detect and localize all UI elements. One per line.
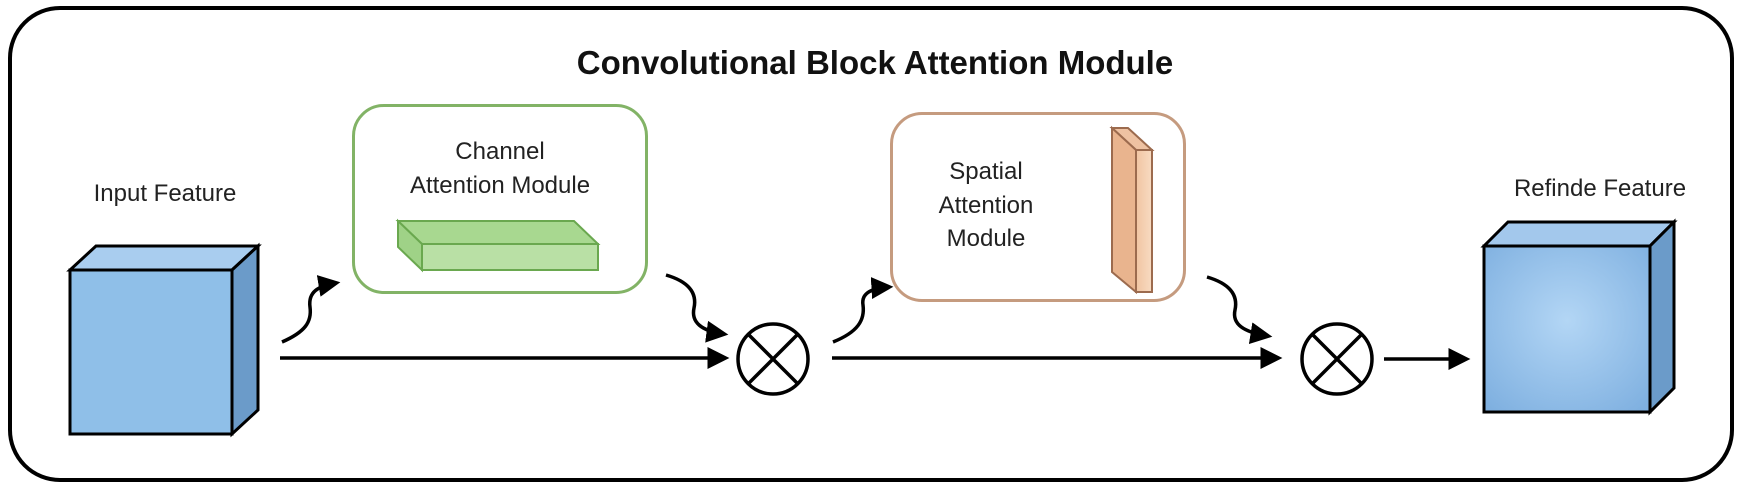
channel-label-line2: Attention Module <box>409 171 591 199</box>
branch-arrow-from-channel <box>665 273 729 343</box>
spatial-label-line1: Spatial <box>949 158 1023 185</box>
refined-feature-cube <box>1480 218 1678 416</box>
input-feature-label: Input Feature <box>93 180 237 207</box>
branch-arrow-from-spatial <box>1206 275 1273 345</box>
multiply-operator-1 <box>736 322 810 396</box>
channel-attention-bar <box>395 218 601 273</box>
outer-frame <box>8 6 1734 482</box>
spatial-attention-bar <box>1109 125 1155 295</box>
spatial-label-line3: Module <box>946 225 1026 253</box>
input-feature-cube <box>66 242 262 438</box>
diagram-title: Convolutional Block Attention Module <box>576 44 1174 81</box>
channel-module-label: Channel Attention Module <box>375 135 625 202</box>
spatial-module-label: Spatial Attention Module <box>911 155 1061 256</box>
refined-feature-label: Refinde Feature <box>1513 175 1687 202</box>
multiply-operator-2 <box>1300 322 1374 396</box>
branch-arrow-to-channel <box>281 275 341 344</box>
channel-label-line1: Channel <box>455 138 545 165</box>
spatial-label-line2: Attention <box>938 191 1034 219</box>
branch-arrow-to-spatial <box>832 277 894 344</box>
